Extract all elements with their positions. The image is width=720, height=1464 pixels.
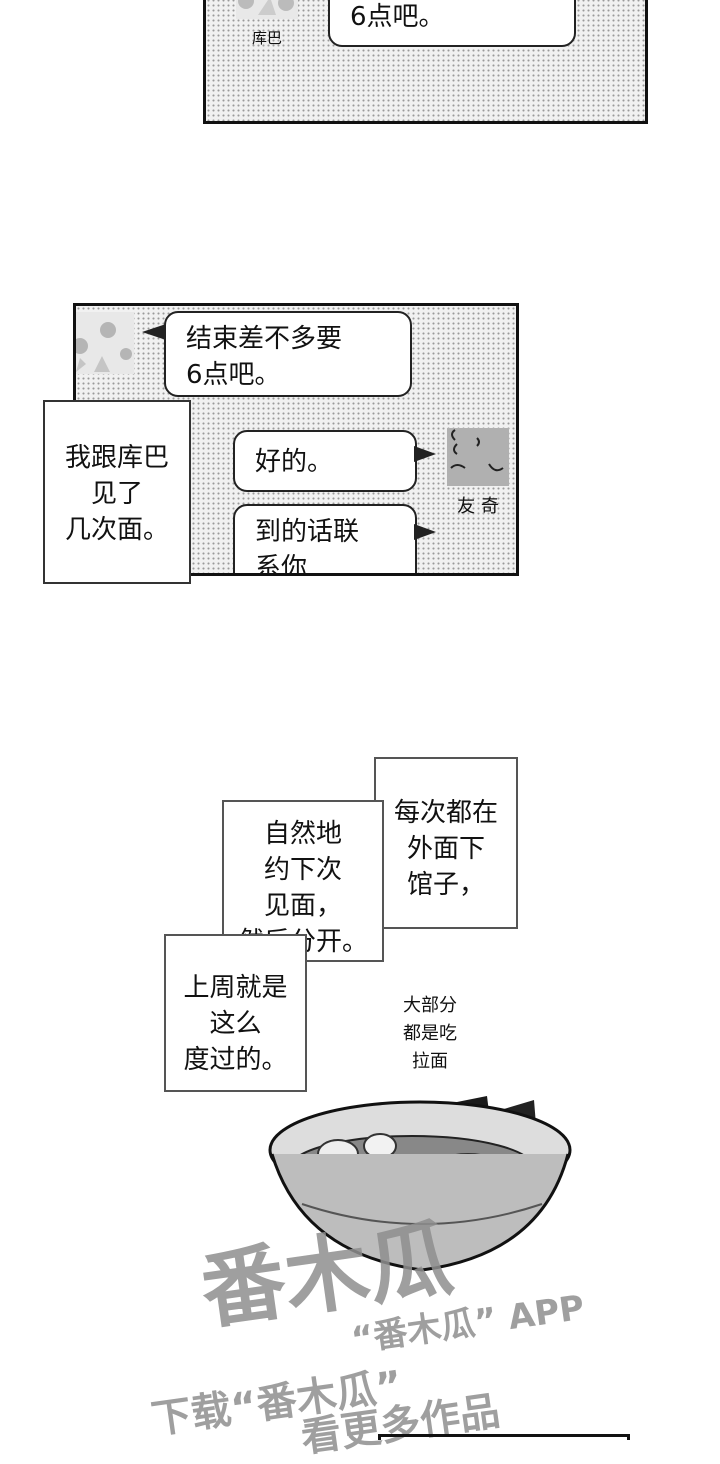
speech-bubble-kuba: 结束差不多要 6点吧。 xyxy=(164,311,412,397)
narration-caption-3: 上周就是 这么 度过的。 xyxy=(164,934,307,1092)
speech-bubble: 6点吧。 xyxy=(328,0,576,47)
narration-caption-1: 每次都在 外面下 馆子， xyxy=(374,757,518,929)
bubble-tail xyxy=(414,446,436,462)
panel-next-edge xyxy=(378,1434,630,1440)
youqi-name-label: 友 奇 xyxy=(457,496,499,517)
narration-caption: 我跟库巴 见了 几次面。 xyxy=(43,400,191,584)
speech-bubble-reply-2: 到的话联 系你 xyxy=(233,504,417,573)
bubble-tail xyxy=(142,324,166,340)
ramen-bowl-illustration xyxy=(262,1084,582,1284)
kuba-avatar-icon xyxy=(76,312,134,374)
kuba-avatar-icon xyxy=(236,0,298,19)
ramen-note: 大部分 都是吃 拉面 xyxy=(403,995,457,1072)
bubble-tail xyxy=(414,524,436,540)
youqi-avatar-icon xyxy=(447,428,509,486)
kuba-name-label: 库巴 xyxy=(251,29,282,47)
speech-bubble-reply-1: 好的。 xyxy=(233,430,417,492)
panel-1: 库巴 6点吧。 xyxy=(203,0,648,124)
panel-2: 结束差不多要 6点吧。 好的。 友 奇 到的话联 系你 xyxy=(73,303,519,576)
